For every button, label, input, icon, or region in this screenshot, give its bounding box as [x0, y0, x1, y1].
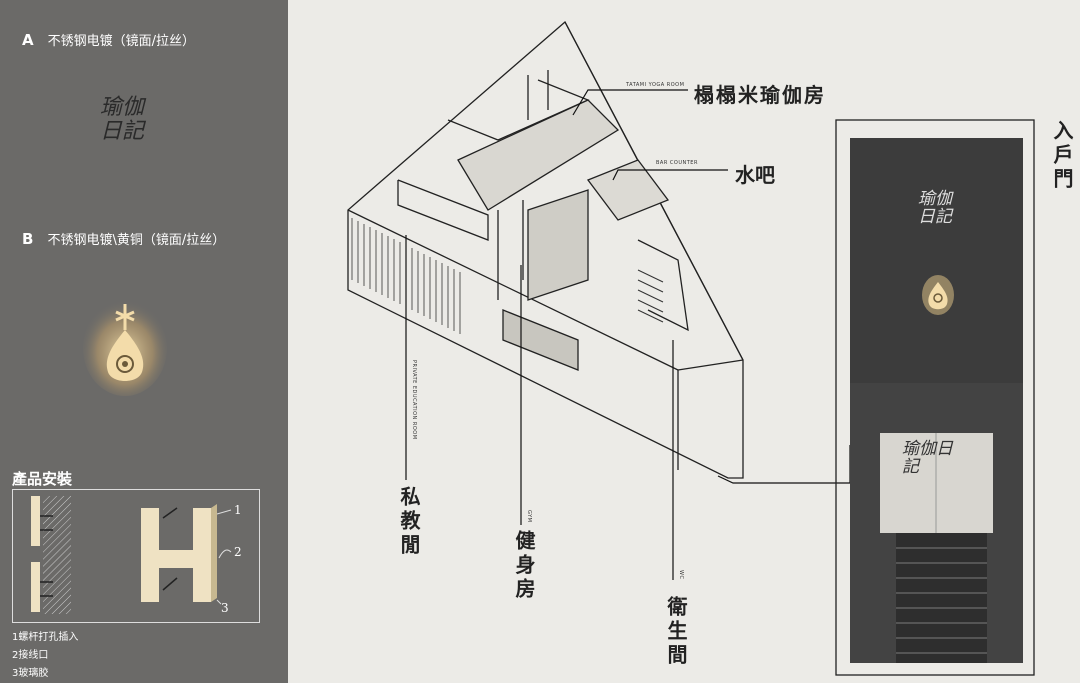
label-gym: 健身房 [512, 530, 536, 602]
legend-item-1: 1螺杆打孔插入 [12, 632, 79, 643]
label-restroom: 衛生間 [664, 596, 688, 668]
sign-options-panel: A 不锈钢电镀（镜面/拉丝） 瑜伽日記 B 不锈钢电镀\黄铜（镜面/拉丝） 產品安裝 [0, 0, 288, 683]
option-a-label: A 不锈钢电镀（镜面/拉丝） [22, 30, 195, 49]
option-a-letter: A [22, 31, 34, 49]
glowing-drop-icon [83, 300, 167, 396]
entrance-elevation [835, 119, 1035, 676]
callout-1: 1 [234, 503, 242, 517]
option-a-text: 不锈钢电镀（镜面/拉丝） [47, 34, 195, 49]
option-b-label: B 不锈钢电镀\黄铜（镜面/拉丝） [22, 229, 225, 248]
logo-elevation-sign: 瑜伽日記 [918, 189, 952, 227]
option-b-letter: B [22, 230, 34, 248]
installation-title: 產品安裝 [12, 470, 73, 488]
caption-gym: GYM [526, 510, 532, 523]
option-b-text: 不锈钢电镀\黄铜（镜面/拉丝） [47, 233, 226, 248]
label-private-room: 私教閒 [397, 486, 421, 558]
caption-restroom: WC [678, 570, 684, 580]
label-entrance-door: 入戶門 [1050, 120, 1074, 192]
callout-3: 3 [221, 601, 229, 615]
floor-plan-area: 瑜伽日記 瑜伽日記 榻榻米瑜伽房 TATAMI YOGA ROOM 水吧 BAR… [288, 0, 1080, 683]
logo-glass-door: 瑜伽日記 [902, 439, 953, 477]
caption-private: PRIVATE EDUCATION ROOM [411, 360, 417, 440]
legend-item-2: 2接线口 [12, 650, 49, 661]
caption-water-bar: BAR COUNTER [656, 160, 698, 166]
logo-a-brush: 瑜伽日記 [100, 95, 145, 144]
label-water-bar: 水吧 [735, 163, 775, 187]
caption-tatami: TATAMI YOGA ROOM [626, 82, 685, 88]
installation-diagram: 1 2 3 [12, 489, 260, 623]
label-tatami-room: 榻榻米瑜伽房 [694, 83, 826, 107]
leader-tatami [572, 89, 688, 116]
leader-water-bar [612, 169, 728, 181]
callout-2: 2 [234, 545, 242, 559]
isometric-drawing [347, 20, 1035, 676]
legend-item-3: 3玻璃胶 [12, 668, 49, 679]
installation-drawing: 1 2 3 [31, 496, 242, 615]
leader-entrance [717, 445, 851, 484]
